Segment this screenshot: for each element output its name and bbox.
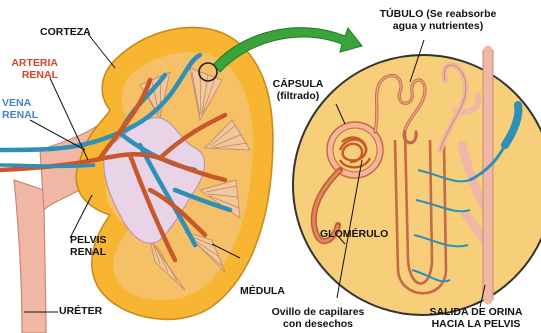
label-ureter: URÉTER	[59, 305, 102, 317]
ureter-tube	[14, 180, 46, 333]
label-glomerulo: GLOMÉRULO	[320, 228, 388, 240]
label-capsula: CÁPSULA (filtrado)	[258, 78, 338, 102]
label-corteza: CORTEZA	[40, 26, 91, 38]
label-pelvis-renal: PELVIS RENAL	[70, 234, 107, 258]
label-vena-renal: VENA RENAL	[2, 97, 38, 121]
label-medula: MÉDULA	[240, 285, 285, 297]
label-salida: SALIDA DE ORINA HACIA LA PELVIS	[412, 306, 540, 330]
label-tubulo: TÚBULO (Se reabsorbe agua y nutrientes)	[370, 8, 506, 32]
label-arteria-renal: ARTERIA RENAL	[2, 57, 58, 81]
label-ovillo: Ovillo de capilares con desechos	[258, 306, 378, 330]
